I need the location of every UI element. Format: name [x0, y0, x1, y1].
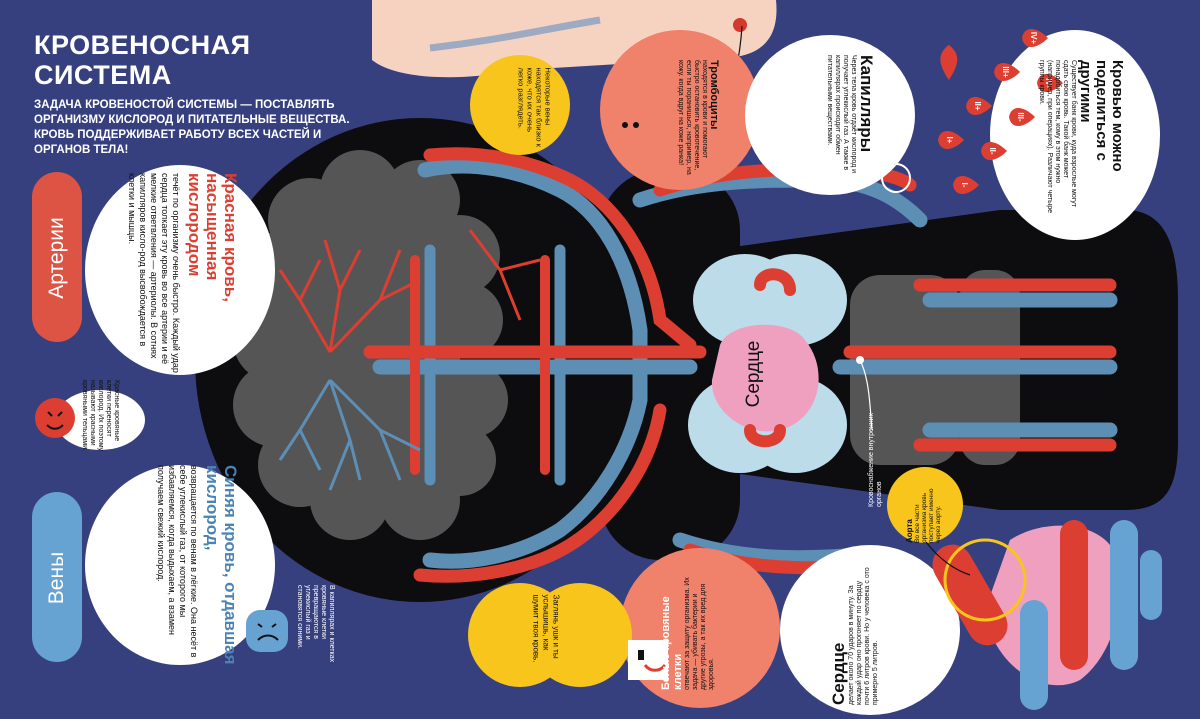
blood-group-drop: I+ — [938, 131, 964, 149]
blood-group-drop: II+ — [966, 97, 992, 115]
capillaries-zoom-ring — [881, 163, 911, 193]
blue-cell-face-icon — [246, 610, 288, 652]
hand-vein — [429, 16, 601, 52]
capillaries-text: Через тела кровь отдаёт кислород и получ… — [826, 55, 857, 174]
page-title: КРОВЕНОСНАЯ СИСТЕМА — [34, 30, 251, 90]
aorta-text: Во все части организма кровь поступает и… — [914, 488, 942, 543]
heart-closeup — [925, 520, 1162, 710]
veins-network — [372, 158, 1118, 569]
arteries-heading: Красная кровь, насыщенная кислородом — [185, 173, 240, 302]
red-cell-face-icon — [35, 398, 75, 438]
white-cell-face-icon — [628, 640, 668, 680]
white-cells-text: отвечают за защиту организма. Их задача … — [684, 577, 715, 690]
aorta-block: Аорта Во все части организма кровь посту… — [905, 473, 945, 543]
blood-group-label: III+ — [1001, 66, 1010, 78]
blood-group-drops — [940, 44, 958, 80]
arteries-text: течёт по организму очень быстро. Каждый … — [127, 173, 181, 373]
heart-block: Сердце делает около 70 ударов в минуту. … — [829, 565, 920, 705]
listen-text: Заглянь ушк и ты услышишь, как шумит тво… — [531, 594, 561, 663]
white-cells-heading: Белые кровяные клетки — [660, 596, 684, 690]
capillaries-heading: Капилляры — [857, 55, 876, 153]
thrombocyte-icon — [612, 112, 648, 148]
thrombocytes-text: находятся в крови и помогают быстро оста… — [677, 60, 708, 175]
blood-group-label: II+ — [973, 101, 982, 110]
blood-group-label: IV+ — [1029, 32, 1038, 45]
heart-text: делает около 70 ударов в минуту. За кажд… — [848, 567, 879, 705]
blood-group-label: III- — [1016, 112, 1025, 122]
share-blood-text: Существует банк крови, куда взрослые мог… — [1038, 60, 1077, 213]
share-blood-block: Кровью можно поделиться с другими Сущест… — [1035, 60, 1126, 220]
blood-group-drop: IV- — [1037, 74, 1063, 92]
visible-veins-text: Некоторые вены находятся так близко к ко… — [516, 67, 553, 147]
arteries-tab — [32, 172, 82, 342]
red-cells-text: Красные кровяные клетки переносят кислор… — [81, 380, 120, 452]
blue-cells-text: В капиллярах и клетках кровяные клетки п… — [296, 585, 335, 663]
capillaries-block: Капилляры Через тела кровь отдаёт кислор… — [795, 55, 876, 185]
blood-group-drop: III- — [1009, 108, 1035, 126]
blood-group-drop: I- — [953, 176, 979, 194]
veins-text: возвращается по венам в лёгкие. Она несё… — [156, 465, 199, 658]
blood-group-drop: II- — [981, 142, 1007, 160]
intro-text: Задача кровеностой системы — поставлять … — [34, 99, 350, 156]
veins-tab — [32, 492, 82, 662]
thrombocytes-heading: Тромбоциты — [708, 60, 720, 130]
thrombocytes-block: Тромбоциты находятся в крови и помогают … — [640, 60, 720, 180]
lung-capillaries-blue — [278, 378, 421, 491]
share-blood-heading: Кровью можно поделиться с другими — [1077, 60, 1126, 172]
blood-group-label: IV- — [1044, 78, 1053, 88]
heart-label: Сердце — [743, 340, 764, 408]
blood-group-label: I+ — [945, 137, 954, 144]
blood-group-label: II- — [988, 147, 997, 154]
blood-group-label: I- — [960, 183, 969, 188]
heart-heading: Сердце — [829, 642, 848, 705]
arteries-tab-label: Артерии — [45, 217, 68, 299]
veins-heading: Синяя кровь, отдавшая кислород, — [203, 465, 240, 665]
lung-capillaries-red — [278, 229, 541, 354]
veins-tab-label: Вены — [45, 551, 68, 605]
hand-wound — [733, 18, 747, 32]
veins-block: Синяя кровь, отдавшая кислород, возвраща… — [149, 465, 240, 665]
arteries-block: Красная кровь, насыщенная кислородом теч… — [127, 173, 240, 373]
blood-group-drop: III+ — [994, 63, 1020, 81]
organs-label: Кровоснабжение внутренних органов — [868, 413, 883, 507]
aorta-heading: Аорта — [905, 519, 914, 543]
blood-group-drop: IV+ — [1022, 29, 1048, 47]
white-cells-block: Белые кровяные клетки отвечают за защиту… — [660, 570, 740, 690]
heart-shape — [711, 324, 819, 432]
text-clouds — [55, 30, 1160, 715]
